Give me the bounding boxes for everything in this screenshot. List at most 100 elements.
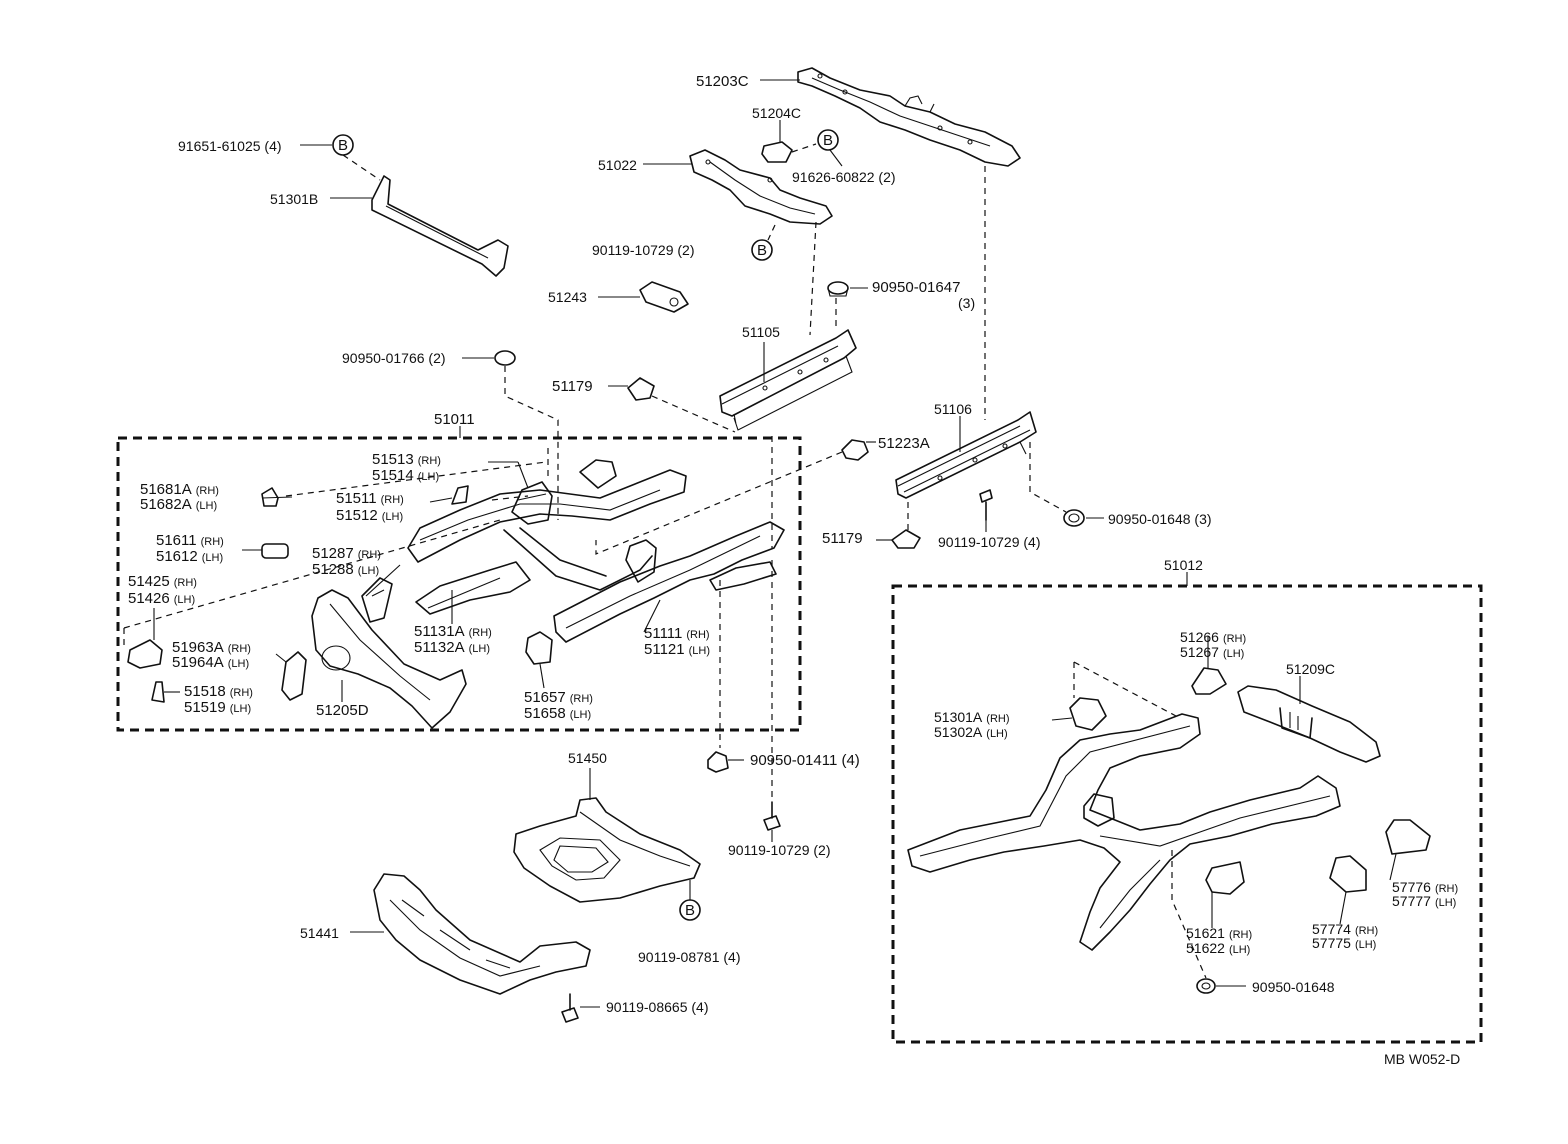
part-label-51204C: 51204C <box>752 105 801 121</box>
side-label: (RH) <box>196 485 219 497</box>
svg-text:B: B <box>823 132 833 149</box>
marker-b-1: B <box>332 134 354 156</box>
side-label: (LH) <box>986 728 1007 740</box>
bracket-51022 <box>689 149 833 225</box>
plug-90950-01766 <box>494 350 516 366</box>
part-label-51511: 51511(RH) <box>336 490 404 507</box>
rail-51106 <box>895 411 1037 499</box>
bracket-51179-top <box>627 377 655 401</box>
marker-b-2: B <box>817 129 839 151</box>
svg-text:B: B <box>685 902 695 919</box>
part-label-51288: 51288(LH) <box>312 561 379 578</box>
side-label: (LH) <box>1229 944 1250 956</box>
side-label: (RH) <box>418 455 441 467</box>
side-label: (RH) <box>686 629 709 641</box>
part-label-51205D: 51205D <box>316 702 369 719</box>
frame-51012 <box>907 667 1431 994</box>
rail-51105 <box>719 329 857 431</box>
assembly-box-51011 <box>116 436 802 732</box>
part-label-57775: 57775(LH) <box>1312 935 1376 951</box>
part-label-91626-60822: 91626-60822 (2) <box>792 169 896 185</box>
part-label-51518: 51518(RH) <box>184 683 253 700</box>
grommet-90950-01411 <box>707 751 729 773</box>
dashed-leader <box>651 395 736 433</box>
part-label-51514: 51514(LH) <box>372 467 439 484</box>
part-label-51105: 51105 <box>742 324 780 340</box>
part-label-51301B: 51301B <box>270 191 318 207</box>
dashed-leader <box>767 224 776 241</box>
bracket-51179-right <box>891 529 921 549</box>
part-label-ref-code: MB W052-D <box>1384 1051 1460 1067</box>
part-label-51243: 51243 <box>548 289 587 305</box>
leaders-51011 <box>123 436 773 800</box>
side-label: (LH) <box>196 500 217 512</box>
part-label-90119-10729-top: 90119-10729 (2) <box>592 242 694 258</box>
part-label-57777: 57777(LH) <box>1392 893 1456 909</box>
part-label-51203C: 51203C <box>696 73 749 90</box>
part-label-90950-01647: 90950-01647 <box>872 279 960 296</box>
part-label-51964A: 51964A(LH) <box>172 654 249 671</box>
part-label-51022: 51022 <box>598 157 637 173</box>
bracket-51204C <box>761 141 793 163</box>
part-label-51612: 51612(LH) <box>156 548 223 565</box>
dashed-leader <box>504 366 559 520</box>
part-label-51266: 51266(RH) <box>1180 629 1246 645</box>
side-label: (LH) <box>358 565 379 577</box>
part-label-51106: 51106 <box>934 401 972 417</box>
part-label-51209C: 51209C <box>1286 661 1335 677</box>
part-label-51519: 51519(LH) <box>184 699 251 716</box>
bolt-90119-08665 <box>561 993 579 1023</box>
part-label-51223A: 51223A <box>878 435 930 452</box>
part-label-91651-61025: 91651-61025 (4) <box>178 138 282 154</box>
part-label-51111: 51111(RH) <box>644 625 710 642</box>
side-label: (LH) <box>469 643 490 655</box>
part-label-57774: 57774(RH) <box>1312 921 1378 937</box>
leader <box>829 149 843 167</box>
part-label-90119-08665: 90119-08665 (4) <box>606 999 708 1015</box>
side-label: (RH) <box>1229 929 1252 941</box>
side-label: (LH) <box>228 658 249 670</box>
side-label: (LH) <box>418 471 439 483</box>
grommet-90950-01647 <box>827 281 849 297</box>
side-label: (RH) <box>228 643 251 655</box>
dashed-leader <box>809 221 817 336</box>
part-label-51622: 51622(LH) <box>1186 940 1250 956</box>
side-label: (RH) <box>201 536 224 548</box>
crossmember-51203C <box>797 67 1021 167</box>
part-label-51621: 51621(RH) <box>1186 925 1252 941</box>
part-label-51681A: 51681A(RH) <box>140 481 219 498</box>
svg-text:B: B <box>757 242 767 259</box>
part-label-90950-01766: 90950-01766 (2) <box>342 350 446 366</box>
bracket-51243 <box>639 281 689 313</box>
side-label: (LH) <box>230 703 251 715</box>
part-label-90119-08781: 90119-08781 (4) <box>638 949 740 965</box>
skid-plate-51441 <box>373 873 591 995</box>
side-label: (LH) <box>382 511 403 523</box>
side-label: (RH) <box>230 687 253 699</box>
brace-51301B <box>371 175 509 277</box>
part-label-51611: 51611(RH) <box>156 532 224 549</box>
skid-plate-51450 <box>513 797 701 903</box>
dashed-leader <box>595 451 843 555</box>
bolt-90119-10729-low <box>763 801 781 831</box>
leaders-51012 <box>1051 636 1397 987</box>
part-label-51450: 51450 <box>568 750 607 766</box>
dashed-leader <box>342 154 381 181</box>
part-label-51302A: 51302A(LH) <box>934 724 1008 740</box>
side-label: (LH) <box>202 552 223 564</box>
side-label: (RH) <box>1223 633 1246 645</box>
part-label-51301A: 51301A(RH) <box>934 709 1010 725</box>
part-label-51011: 51011 <box>434 411 475 428</box>
dashed-leader <box>1029 442 1067 513</box>
part-label-51512: 51512(LH) <box>336 507 403 524</box>
part-label-57776: 57776(RH) <box>1392 879 1458 895</box>
side-label: (RH) <box>1355 925 1378 937</box>
part-label-51012: 51012 <box>1164 557 1203 573</box>
side-label: (RH) <box>469 627 492 639</box>
part-label-51267: 51267(LH) <box>1180 644 1244 660</box>
grommet-90950-01648-a <box>1063 509 1085 527</box>
part-label-51121: 51121(LH) <box>644 641 710 658</box>
dashed-leader <box>791 143 817 153</box>
svg-text:B: B <box>338 137 348 154</box>
